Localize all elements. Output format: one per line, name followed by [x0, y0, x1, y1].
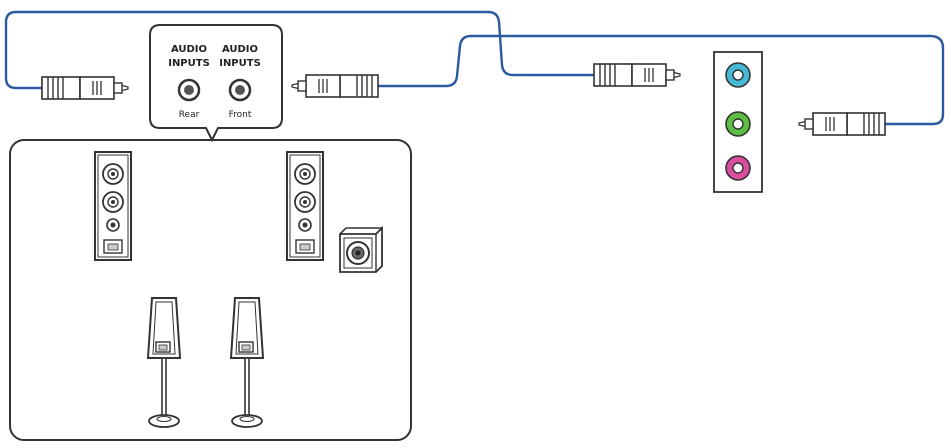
green-jack-hole [732, 118, 744, 130]
front-cable [376, 34, 945, 126]
pc-audio-panel [713, 51, 763, 193]
rear-receiver-plug-icon [41, 76, 129, 100]
rear-input-label-line1: AUDIO [171, 44, 207, 55]
front-receiver-plug-icon [291, 74, 379, 98]
receiver-panel [149, 24, 283, 143]
rear-jack-hole [184, 85, 194, 95]
speaker-set [9, 139, 412, 441]
rear-cable [4, 10, 596, 90]
front-input-label-line2: INPUTS [219, 58, 261, 69]
receiver-audio-inputs: AUDIO INPUTS Rear AUDIO INPUTS Front [149, 24, 283, 143]
pc-green-jack-plug-icon [798, 112, 886, 136]
pink-jack-hole [732, 162, 744, 174]
front-input-sublabel: Front [229, 110, 252, 120]
speaker-area-frame [9, 139, 412, 441]
front-input-label-line1: AUDIO [222, 44, 258, 55]
front-jack-hole [235, 85, 245, 95]
front-left-floor-speaker-icon [94, 151, 132, 261]
pc-blue-jack-plug-icon [593, 63, 681, 87]
rear-input-sublabel: Rear [179, 110, 200, 120]
rear-right-stand-speaker-icon [230, 297, 264, 428]
rear-input-label-line2: INPUTS [168, 58, 210, 69]
front-right-floor-speaker-icon [286, 151, 324, 261]
subwoofer-icon [339, 225, 383, 273]
rear-left-stand-speaker-icon [147, 297, 181, 428]
audio-cables [4, 10, 945, 126]
blue-jack-hole [732, 69, 744, 81]
